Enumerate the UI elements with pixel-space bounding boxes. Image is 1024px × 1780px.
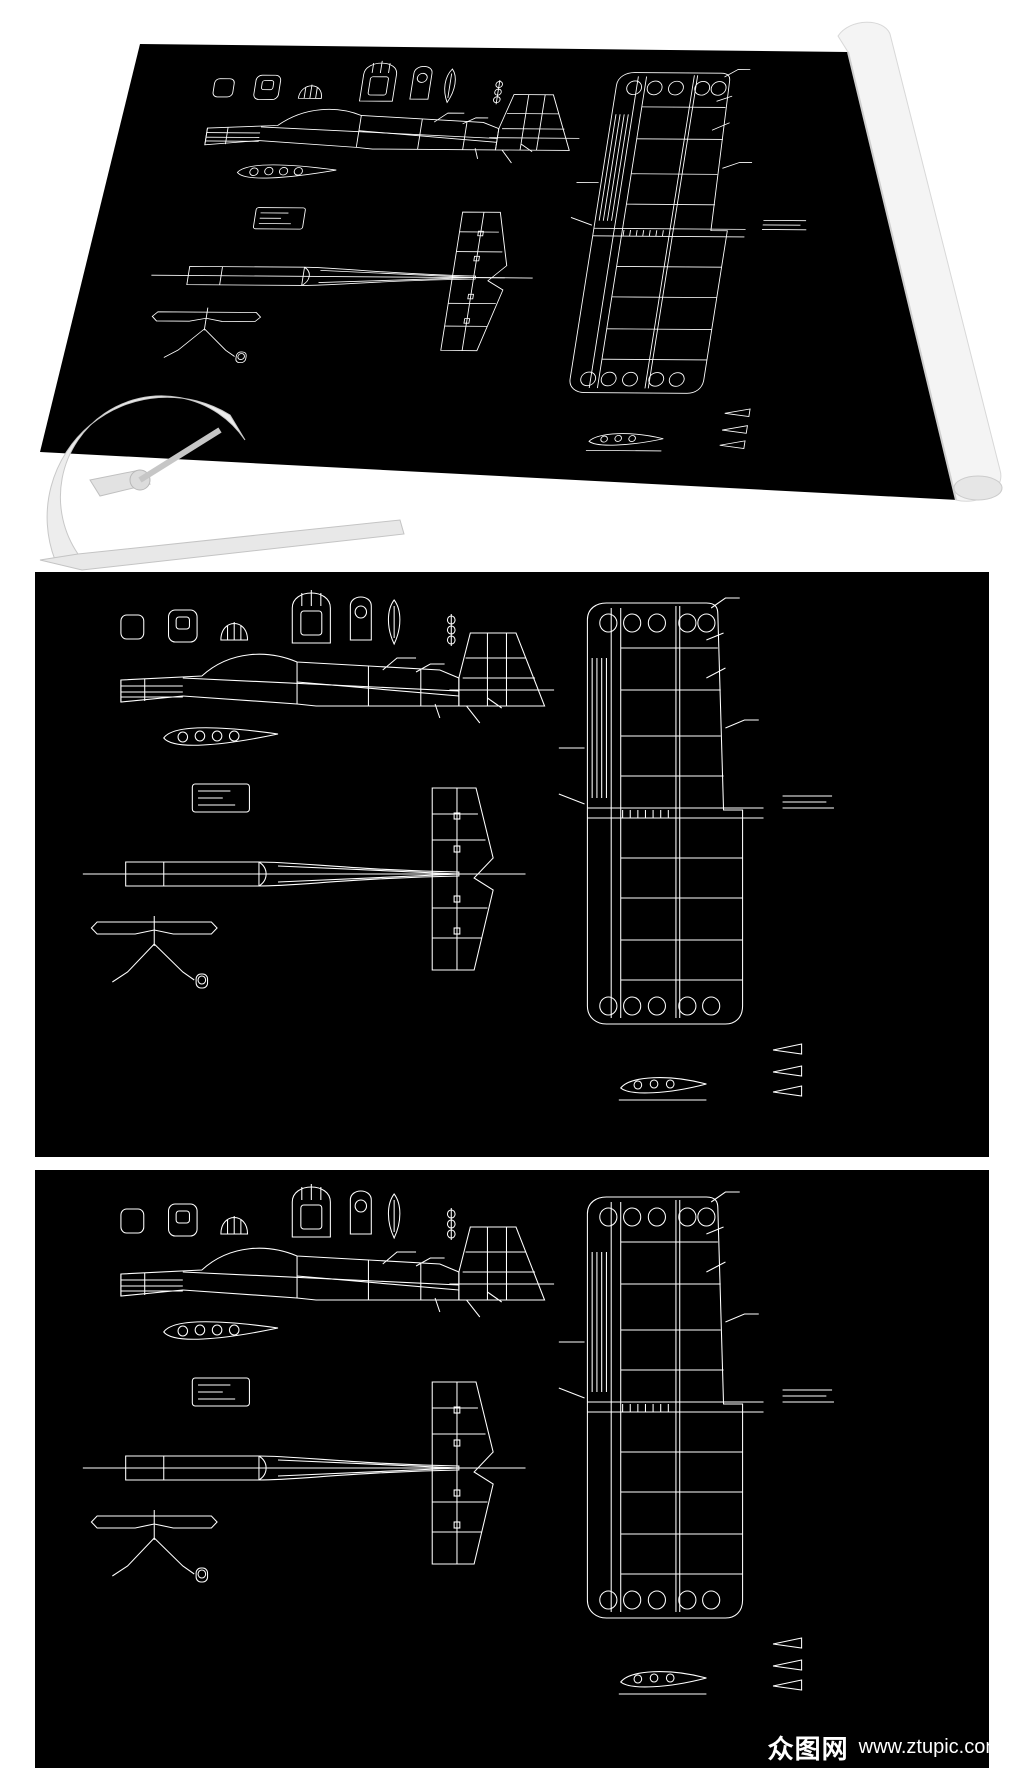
protractor-icon — [39, 395, 405, 571]
panel-2-sheet — [35, 1170, 989, 1768]
blueprint-panel-1 — [35, 572, 989, 1157]
watermark-url: www.ztupic.com — [858, 1736, 1002, 1758]
watermark-logo: 众图网 — [767, 1735, 849, 1765]
roll-end — [953, 475, 1003, 501]
paper-roll — [837, 21, 1002, 502]
panel-1-sheet — [35, 572, 989, 1157]
blueprint-panel-2 — [35, 1170, 989, 1768]
watermark: 众图网 www.ztupic.com — [768, 1729, 1002, 1766]
mockup-rolled-sheet — [39, 21, 1003, 571]
